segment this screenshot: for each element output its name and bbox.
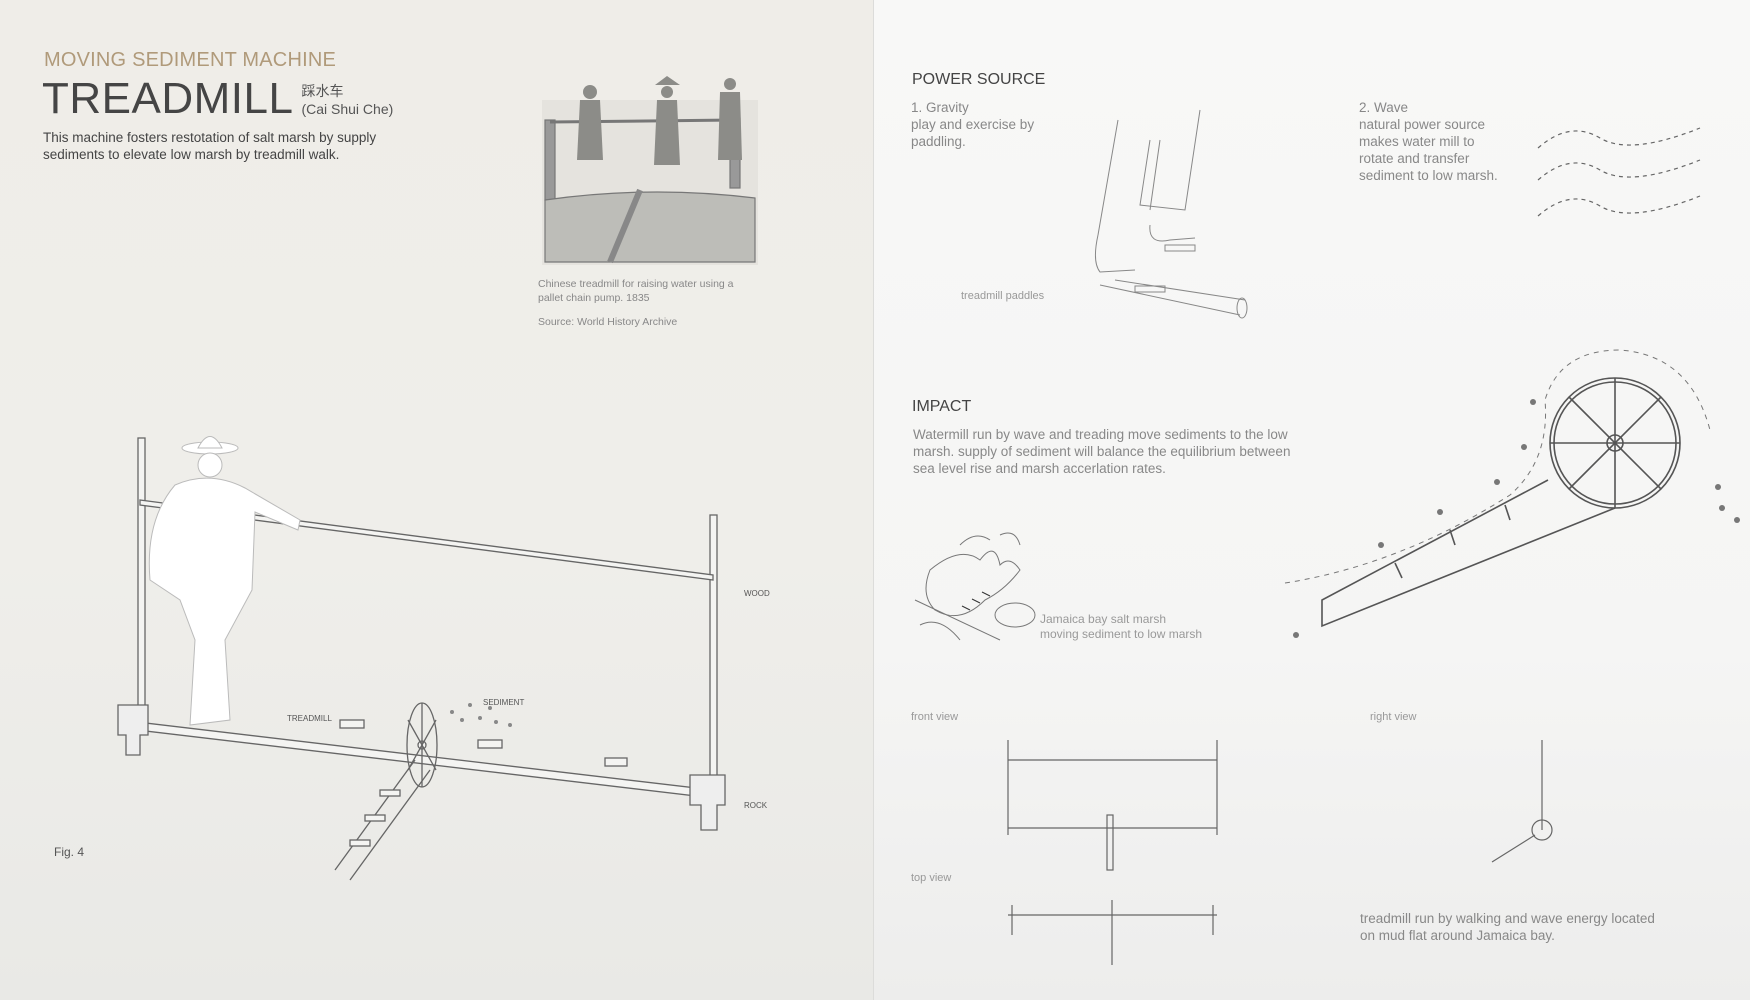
footer-text: treadmill run by walking and wave energy…: [1360, 911, 1655, 926]
romanized-name: (Cai Shui Che): [301, 101, 394, 117]
label-wood: WOOD: [744, 589, 770, 598]
paddles-label: treadmill paddles: [961, 290, 1045, 302]
gravity-text: paddling.: [911, 134, 966, 149]
impact-text: marsh. supply of sediment will balance t…: [913, 444, 1291, 459]
right-view-label: right view: [1370, 711, 1417, 723]
page-title: TREADMILL: [42, 74, 294, 123]
map-caption: moving sediment to low marsh: [1040, 627, 1203, 641]
impact-text: Watermill run by wave and treading move …: [913, 427, 1288, 442]
title-aside: 踩水车 (Cai Shui Che): [301, 82, 393, 122]
power-source-heading: POWER SOURCE: [912, 71, 1046, 88]
gravity-title: 1. Gravity: [911, 100, 969, 115]
impact-heading: IMPACT: [912, 398, 972, 415]
label-treadmill: TREADMILL: [287, 714, 332, 723]
label-rock: ROCK: [744, 801, 768, 810]
engraving-caption: Chinese treadmill for raising water usin…: [538, 278, 734, 290]
wave-text: sediment to low marsh.: [1359, 168, 1498, 183]
wave-text: makes water mill to: [1359, 134, 1475, 149]
engraving-caption: pallet chain pump. 1835: [538, 292, 650, 304]
panel-divider: [873, 0, 874, 1000]
description-line: This machine fosters restotation of salt…: [43, 130, 377, 145]
title-row: TREADMILL 踩水车 (Cai Shui Che): [42, 76, 393, 122]
chinese-name: 踩水车: [301, 83, 344, 99]
top-view-label: top view: [911, 872, 952, 884]
right-panel: [874, 0, 1750, 1000]
label-sediment: SEDIMENT: [483, 698, 525, 707]
engraving-source: Source: World History Archive: [538, 316, 678, 328]
wave-title: 2. Wave: [1359, 100, 1409, 115]
front-view-label: front view: [911, 711, 959, 723]
subtitle: MOVING SEDIMENT MACHINE: [44, 49, 337, 71]
wave-text: rotate and transfer: [1359, 151, 1470, 166]
wave-text: natural power source: [1359, 117, 1486, 132]
map-caption: Jamaica bay salt marsh: [1040, 612, 1167, 626]
impact-text: sea level rise and marsh accerlation rat…: [913, 461, 1166, 476]
footer-text: on mud flat around Jamaica bay.: [1360, 928, 1555, 943]
gravity-text: play and exercise by: [911, 117, 1035, 132]
description-line: sediments to elevate low marsh by treadm…: [43, 147, 340, 162]
figure-label: Fig. 4: [54, 845, 85, 859]
